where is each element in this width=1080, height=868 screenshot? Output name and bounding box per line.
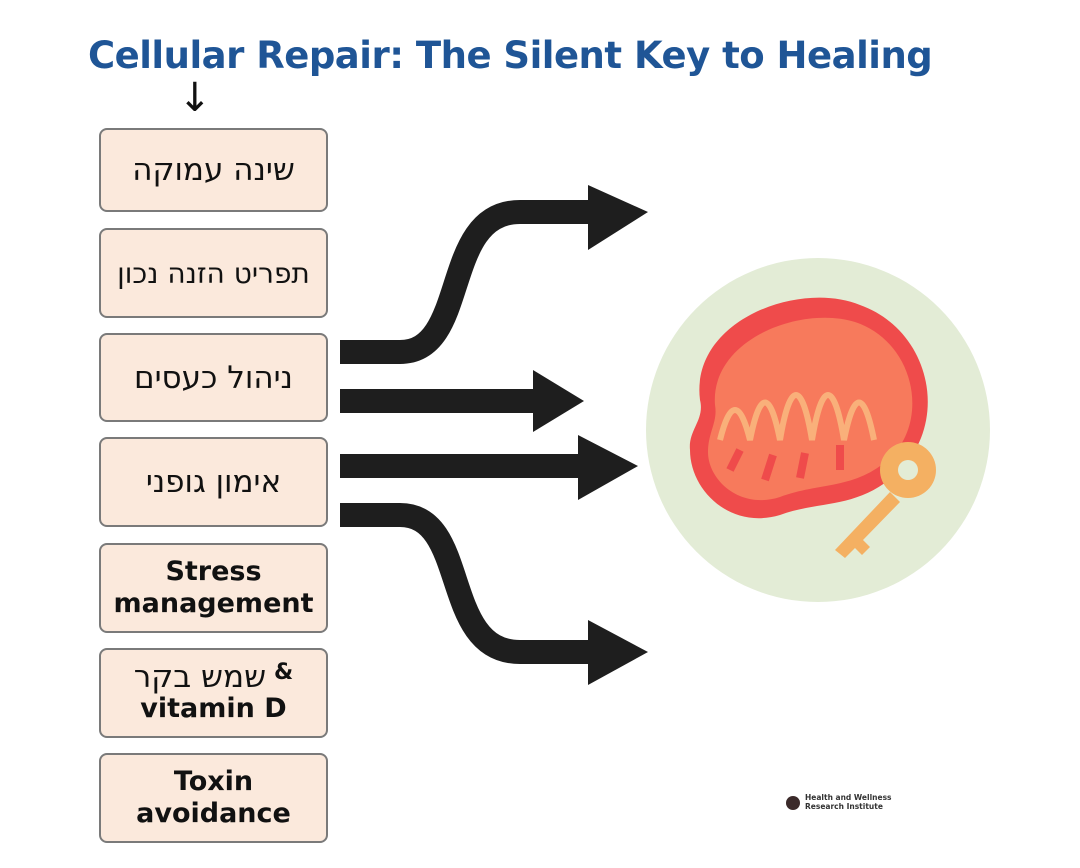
credit-badge: Health and Wellness Research Institute	[786, 793, 892, 811]
arrowhead-icon	[578, 435, 638, 500]
item-nutrition: תפריט הזנה נכון	[99, 228, 328, 318]
ampersand: &	[274, 659, 294, 685]
diagram-title: Cellular Repair: The Silent Key to Heali…	[88, 34, 933, 77]
item-stress-management: Stress management	[99, 543, 328, 633]
item-anger-management: ניהול כעסים	[99, 333, 328, 422]
arrowhead-icon	[588, 185, 648, 250]
item-toxin-avoidance: Toxin avoidance	[99, 753, 328, 843]
arrowhead-icon	[588, 620, 648, 685]
key-icon	[835, 442, 936, 558]
arrow-curve-down	[340, 503, 595, 664]
item-exercise: אימון גופני	[99, 437, 328, 527]
credit-line-2: Research Institute	[805, 801, 883, 811]
avatar	[786, 795, 800, 810]
arrow-curve-up	[340, 200, 595, 364]
vitamin-d-label: vitamin D	[140, 693, 287, 725]
mitochondria-icon	[689, 297, 928, 519]
item-deep-sleep: שינה עמוקה	[99, 128, 328, 212]
sun-label: שמש בקר	[133, 658, 267, 695]
down-arrow-icon: ↓	[178, 75, 212, 121]
arrowhead-icon	[533, 370, 584, 432]
credit-line-1: Health and Wellness	[805, 793, 892, 802]
item-sun-vitamin-d: שמש בקר & vitamin D	[99, 648, 328, 738]
